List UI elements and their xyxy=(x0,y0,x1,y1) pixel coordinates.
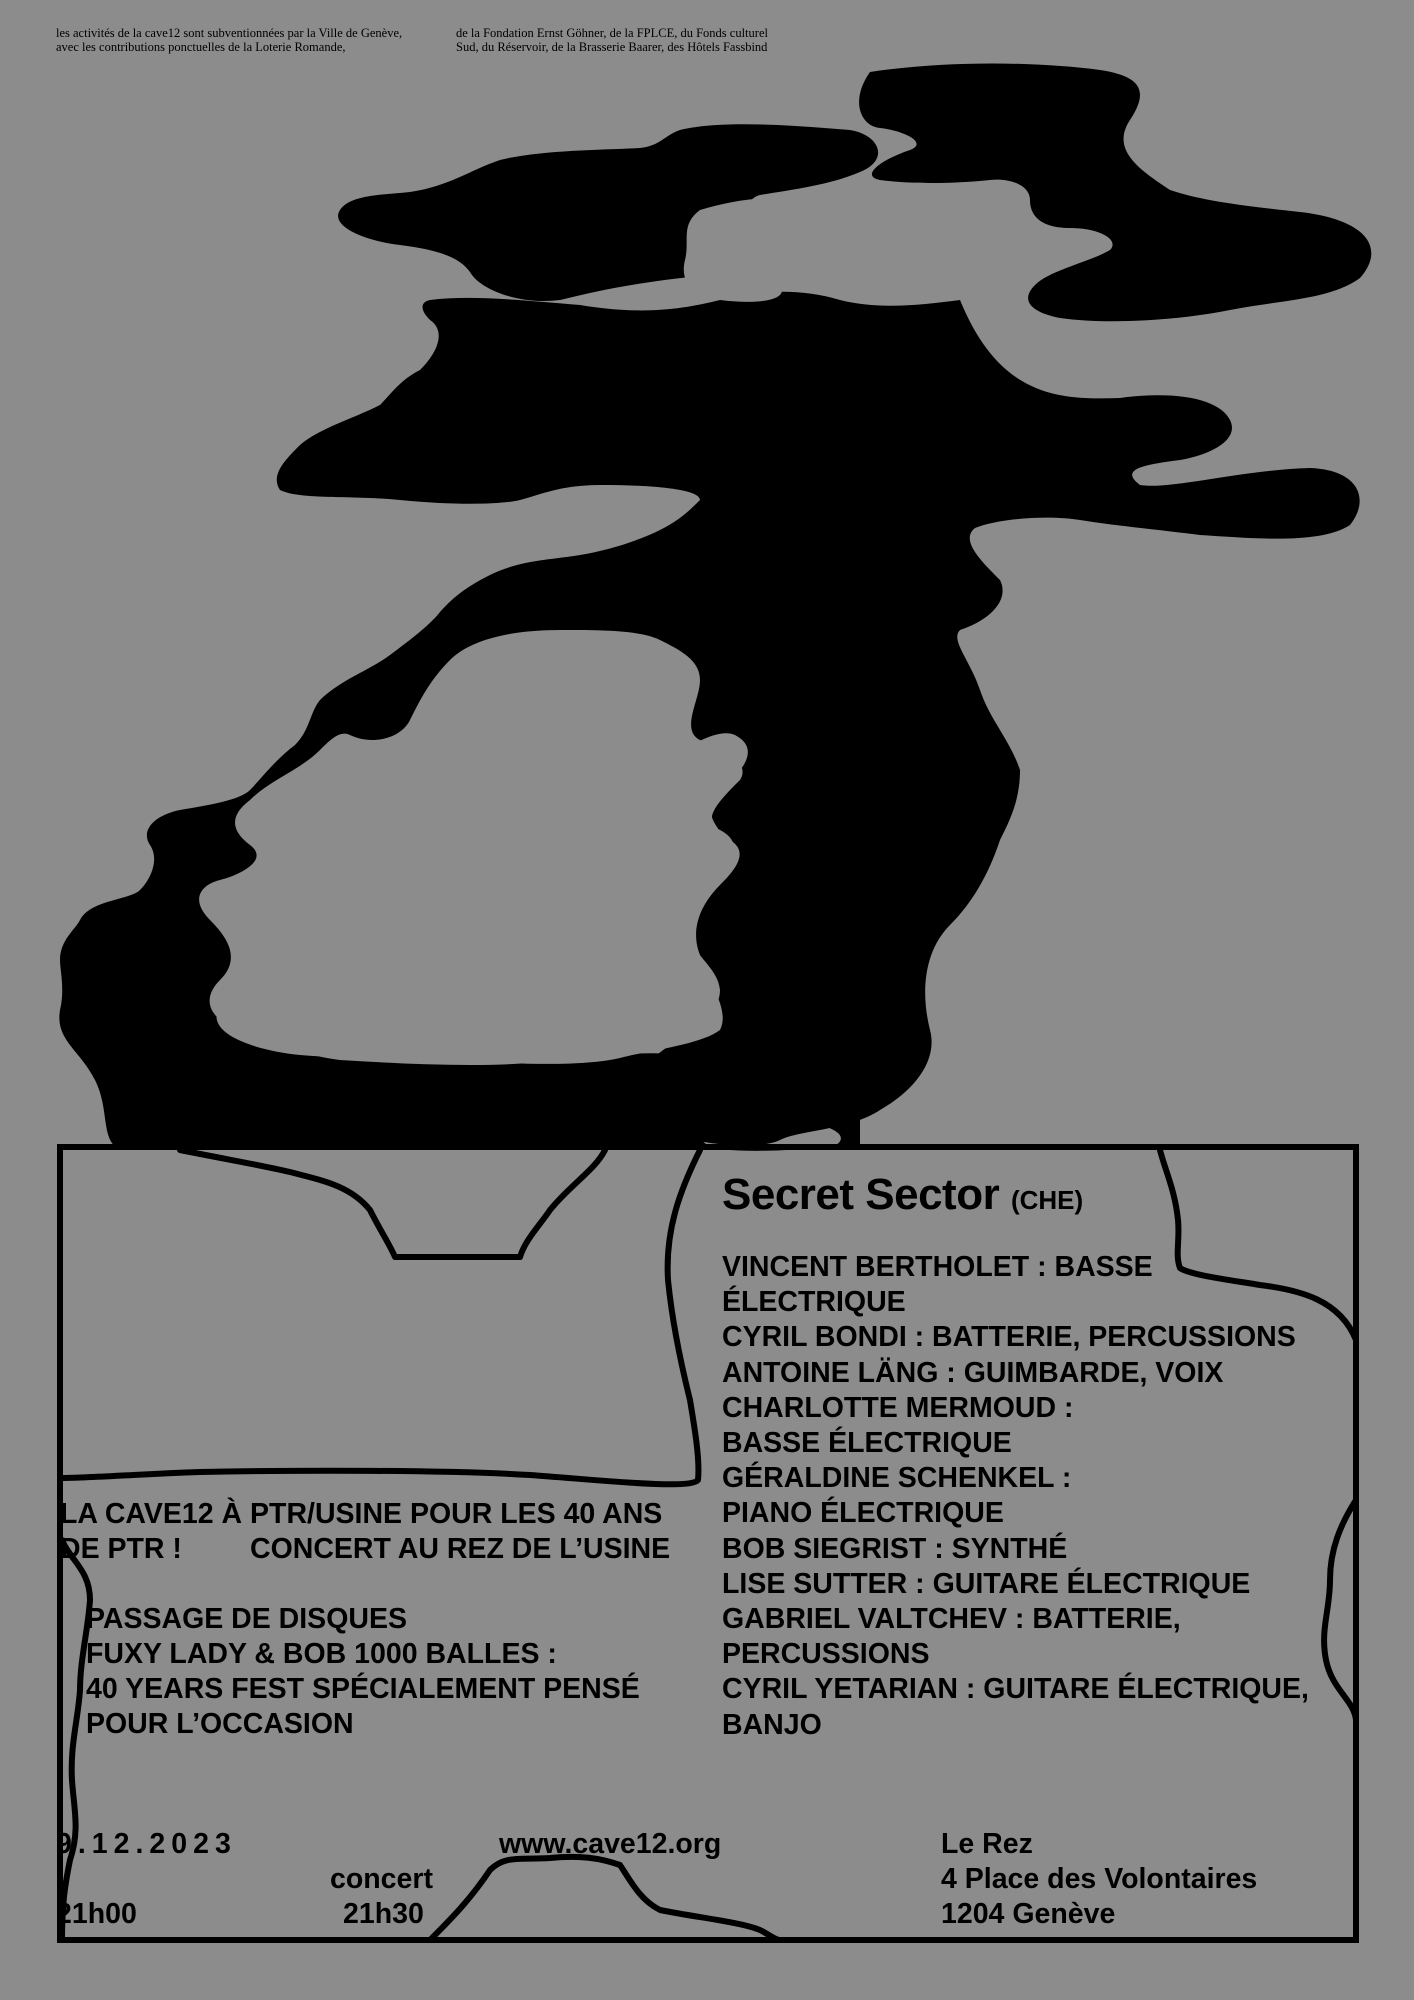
lineup-line: BOB SIEGRIST : SYNTHÉ xyxy=(722,1532,1068,1565)
sponsor-credit-right: de la Fondation Ernst Göhner, de la FPLC… xyxy=(456,26,856,54)
sponsor-credit-left-line-2: avec les contributions ponctuelles de la… xyxy=(56,40,346,54)
event-description-line: LA CAVE12 À PTR/USINE POUR LES 40 ANS xyxy=(60,1498,663,1530)
doors-time: 21h00 xyxy=(56,1898,137,1930)
lineup-line: GABRIEL VALTCHEV : BATTERIE, xyxy=(722,1603,1181,1636)
lineup-line: CYRIL YETARIAN : GUITARE ÉLECTRIQUE, xyxy=(722,1673,1309,1706)
lineup-line: CYRIL BONDI : BATTERIE, PERCUSSIONS xyxy=(722,1321,1296,1354)
band-title: Secret Sector (CHE) xyxy=(722,1170,1083,1220)
lineup-line: ÉLECTRIQUE xyxy=(722,1286,906,1319)
venue-address: 4 Place des Volontaires xyxy=(941,1863,1258,1895)
sponsor-credit-right-line-1: de la Fondation Ernst Göhner, de la FPLC… xyxy=(456,26,768,40)
event-description-line: DE PTR ! xyxy=(60,1533,182,1565)
concert-time: 21h30 xyxy=(343,1898,424,1930)
concert-label: concert xyxy=(330,1863,433,1895)
ink-blob-illustration xyxy=(59,63,1372,1151)
dj-set-line: POUR L’OCCASION xyxy=(86,1708,354,1740)
lineup-line: BASSE ÉLECTRIQUE xyxy=(722,1427,1012,1460)
lineup-line: LISE SUTTER : GUITARE ÉLECTRIQUE xyxy=(722,1567,1251,1600)
lineup-line: BANJO xyxy=(722,1708,822,1741)
sponsor-credit-right-line-2: Sud, du Réservoir, de la Brasserie Baare… xyxy=(456,40,768,54)
lineup-line: ANTOINE LÄNG : GUIMBARDE, VOIX xyxy=(722,1356,1224,1389)
dj-set-line: PASSAGE DE DISQUES xyxy=(86,1603,407,1635)
band-name: Secret Sector xyxy=(722,1170,1000,1219)
venue-city: 1204 Genève xyxy=(941,1898,1116,1930)
dj-set-line: 40 YEARS FEST SPÉCIALEMENT PENSÉ xyxy=(86,1673,640,1705)
map-contour-lines xyxy=(59,1147,1359,1943)
sponsor-credit-left-line-1: les activités de la cave12 sont subventi… xyxy=(56,26,403,40)
event-date: 9.12.2023 xyxy=(56,1828,237,1860)
poster-frame xyxy=(57,1144,1359,1943)
sponsor-credit-left: les activités de la cave12 sont subventi… xyxy=(56,26,456,54)
website-link[interactable]: www.cave12.org xyxy=(499,1828,722,1860)
dj-set-line: FUXY LADY & BOB 1000 BALLES : xyxy=(86,1638,557,1670)
band-origin: (CHE) xyxy=(1010,1185,1084,1215)
lineup-line: VINCENT BERTHOLET : BASSE xyxy=(722,1251,1153,1283)
lineup-line: CHARLOTTE MERMOUD : xyxy=(722,1391,1074,1424)
lineup-line: PIANO ÉLECTRIQUE xyxy=(722,1497,1004,1530)
venue-name: Le Rez xyxy=(941,1828,1033,1860)
lineup-line: GÉRALDINE SCHENKEL : xyxy=(722,1462,1072,1495)
event-description-line: CONCERT AU REZ DE L’USINE xyxy=(250,1533,671,1565)
lineup-line: PERCUSSIONS xyxy=(722,1638,930,1671)
